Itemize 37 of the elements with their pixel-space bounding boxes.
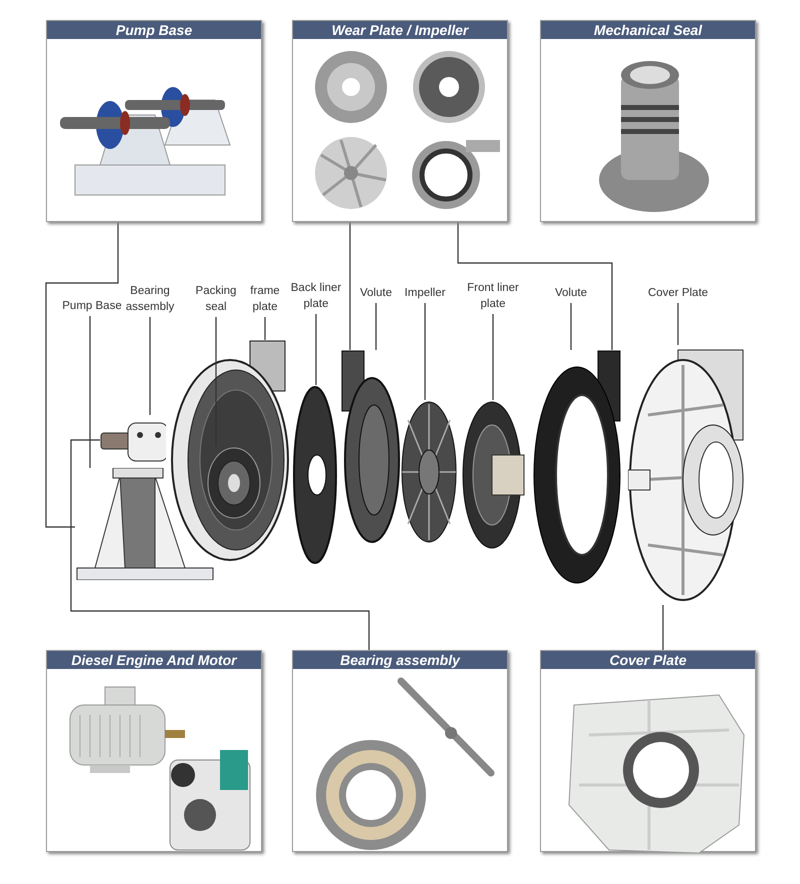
panel-title: Diesel Engine And Motor [47, 651, 261, 669]
leader-line [424, 303, 426, 400]
callout-label: Volute [358, 285, 394, 303]
leader-line [264, 317, 266, 340]
panel-title: Mechanical Seal [541, 21, 755, 39]
leader-line [149, 317, 151, 415]
connector-line [457, 222, 613, 350]
callout-label: frame plate [243, 283, 287, 317]
callout-label: Pump Base [60, 298, 124, 316]
leader-line [570, 303, 572, 350]
panel-title: Wear Plate / Impeller [293, 21, 507, 39]
callout-label: Volute [552, 285, 590, 303]
leader-line [375, 303, 377, 350]
photo-panel [46, 650, 262, 852]
callout-label: Back liner plate [286, 280, 346, 314]
leader-line [89, 316, 91, 468]
leader-line [492, 314, 494, 400]
leader-line [215, 317, 217, 446]
connector-line [45, 222, 119, 528]
callout-label: Packing seal [191, 283, 241, 317]
photo-panel [540, 650, 756, 852]
callout-label: Impeller [398, 285, 452, 303]
leader-line [677, 303, 679, 345]
photo-panel [540, 20, 756, 222]
photo-panel [292, 20, 508, 222]
callout-label: Bearing assembly [122, 283, 178, 317]
photo-panel [46, 20, 262, 222]
panel-title: Bearing assembly [293, 651, 507, 669]
callout-label: Cover Plate [640, 285, 716, 303]
panel-title: Pump Base [47, 21, 261, 39]
connector-line [70, 439, 370, 650]
connector-line [662, 605, 664, 650]
connector-line [349, 222, 351, 350]
callout-label: Front liner plate [462, 280, 524, 314]
leader-line [315, 314, 317, 385]
photo-panel [292, 650, 508, 852]
panel-title: Cover Plate [541, 651, 755, 669]
